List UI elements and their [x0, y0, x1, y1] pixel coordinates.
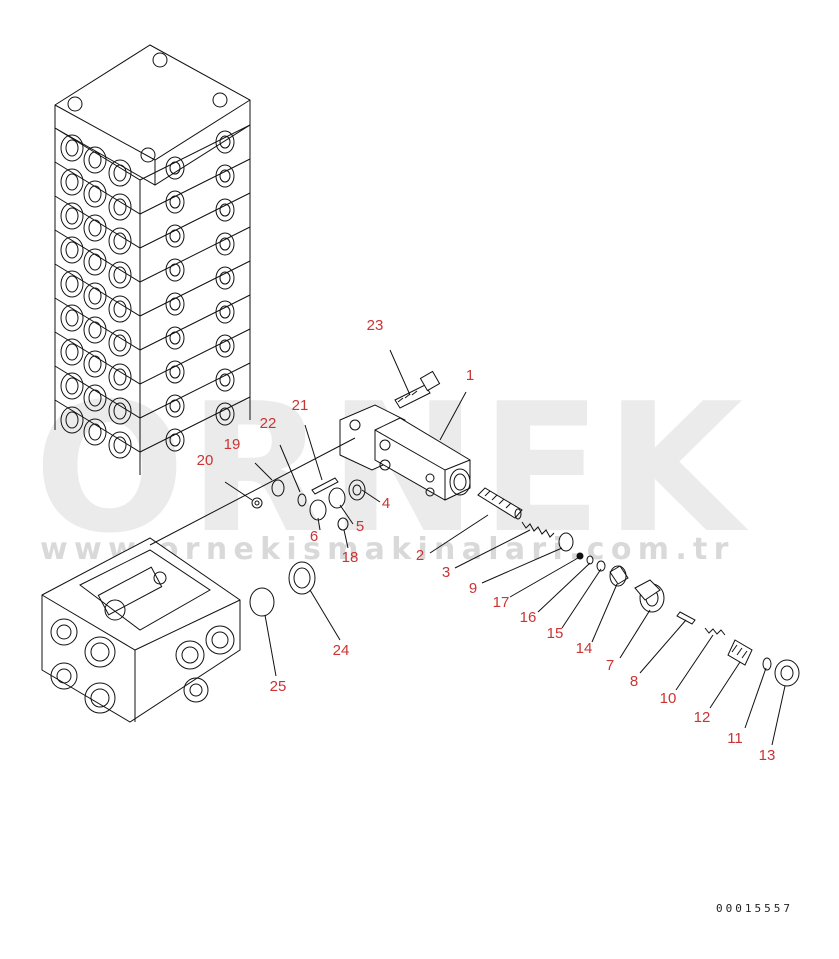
leader-line-10 [675, 634, 714, 691]
leader-line-19 [254, 462, 273, 481]
callout-23: 23 [367, 317, 384, 334]
valve-stack [54, 44, 251, 475]
callout-labels: 1234567891011121314151617181920212223242… [197, 317, 776, 764]
callout-22: 22 [260, 415, 277, 432]
leader-line-8 [639, 619, 687, 674]
leader-line-11 [744, 667, 767, 729]
callout-4: 4 [382, 495, 390, 512]
leader-lines [224, 349, 786, 746]
leader-line-13 [771, 685, 786, 746]
callout-14: 14 [576, 640, 593, 657]
leader-line-3 [454, 529, 531, 569]
spring-3 [521, 521, 555, 538]
leader-line-9 [481, 547, 563, 584]
leader-line-18 [343, 529, 349, 549]
callout-18: 18 [342, 549, 359, 566]
callout-13: 13 [759, 747, 776, 764]
callout-16: 16 [520, 609, 537, 626]
leader-line-6 [317, 517, 321, 531]
callout-10: 10 [660, 690, 677, 707]
leader-line-2 [429, 514, 489, 554]
assembly-axis [149, 437, 356, 546]
small-parts [249, 477, 800, 687]
leader-line-16 [537, 562, 591, 613]
callout-24: 24 [333, 642, 350, 659]
leader-line-24 [309, 589, 341, 641]
callout-1: 1 [466, 367, 474, 384]
callout-17: 17 [493, 594, 510, 611]
leader-line-1 [439, 391, 467, 441]
callout-5: 5 [356, 518, 364, 535]
leader-line-17 [509, 557, 579, 598]
callout-15: 15 [547, 625, 564, 642]
leader-line-5 [339, 504, 354, 525]
spool-2 [477, 487, 523, 520]
base-valve-body [41, 537, 241, 723]
callout-2: 2 [416, 547, 424, 564]
callout-8: 8 [630, 673, 638, 690]
drawing-code: 00015557 [716, 902, 793, 915]
callout-12: 12 [694, 709, 711, 726]
leader-line-21 [304, 424, 323, 481]
callout-20: 20 [197, 452, 214, 469]
leader-line-20 [224, 481, 253, 501]
leader-line-15 [561, 568, 602, 629]
leader-line-12 [709, 661, 741, 709]
bolt-23 [394, 370, 441, 409]
callout-21: 21 [292, 397, 309, 414]
callout-3: 3 [442, 564, 450, 581]
leader-line-25 [264, 614, 277, 677]
callout-19: 19 [224, 436, 241, 453]
callout-25: 25 [270, 678, 287, 695]
callout-6: 6 [310, 528, 318, 545]
leader-line-7 [619, 609, 651, 659]
leader-line-23 [389, 349, 411, 396]
valve-housing [339, 404, 471, 501]
leader-line-22 [279, 444, 301, 493]
leader-line-14 [591, 583, 618, 643]
callout-11: 11 [727, 730, 743, 747]
callout-7: 7 [606, 657, 614, 674]
callout-9: 9 [469, 580, 477, 597]
leader-line-4 [361, 489, 381, 503]
